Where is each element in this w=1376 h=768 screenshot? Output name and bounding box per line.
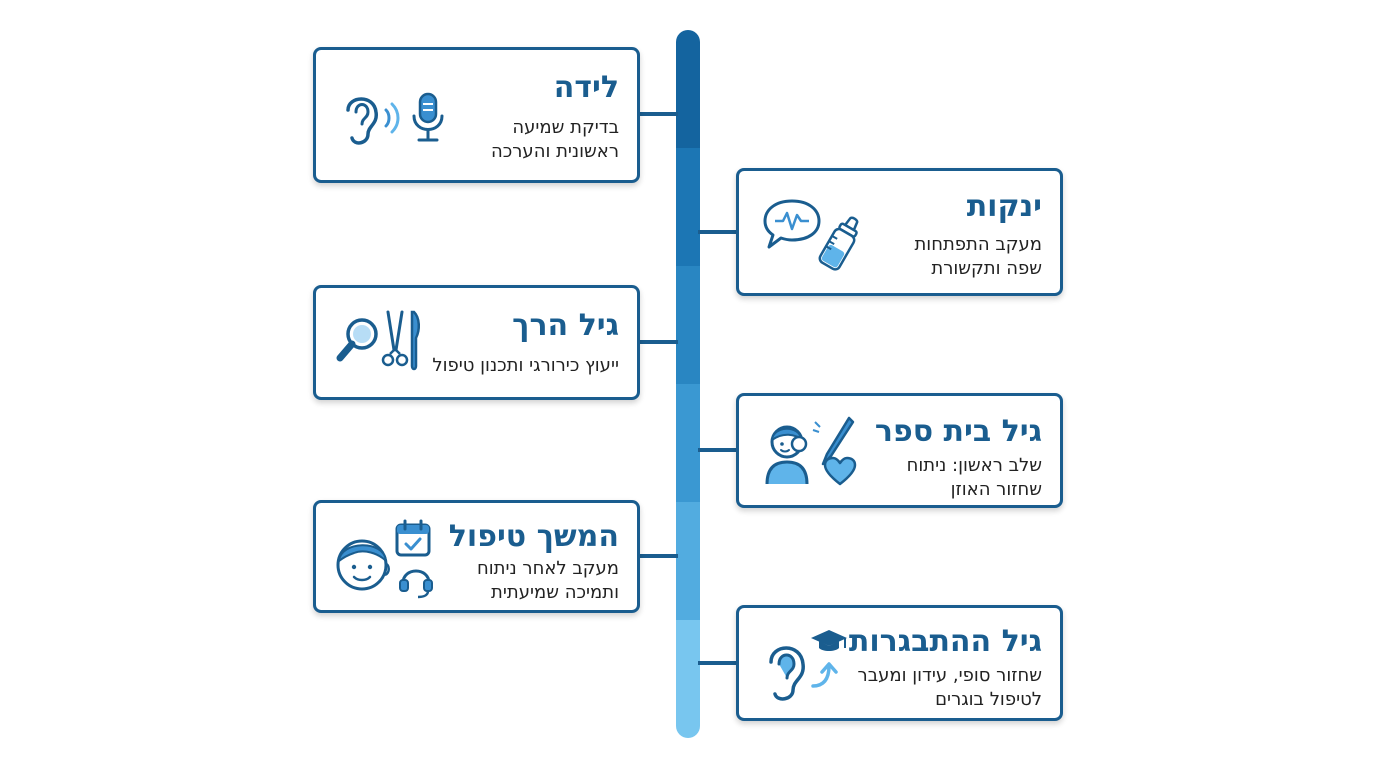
- stage-card-infancy: ינקות מעקב התפתחות שפה ותקשורת: [736, 168, 1063, 296]
- surgical-tools-icon: [381, 310, 420, 371]
- microphone-icon: [412, 92, 444, 142]
- spine-segment: [676, 384, 700, 502]
- stage-card-school-age: גיל בית ספר שלב ראשון: ניתוח שחזור האוזן: [736, 393, 1063, 508]
- connector-birth: [638, 112, 678, 116]
- stage-card-continued-care: המשך טיפול מעקב לאחר ניתוח ותמיכה שמיעתי…: [313, 500, 640, 613]
- stage-description: שחזור סופי, עידון ומעבר לטיפול בוגרים: [857, 665, 1042, 710]
- ear-icon: [346, 97, 378, 145]
- stage-card-early-childhood: גיל הרך ייעוץ כירורגי ותכנון טיפול: [313, 285, 640, 400]
- stage-title: גיל בית ספר: [874, 414, 1042, 449]
- spine-segment: [676, 148, 700, 266]
- stage-title: ינקות: [966, 189, 1042, 224]
- calendar-icon: [395, 519, 431, 557]
- connector-adolescence: [698, 661, 738, 665]
- graduation-cap-icon: [811, 630, 847, 651]
- spine-segment: [676, 502, 700, 620]
- stage-description: מעקב התפתחות שפה ותקשורת: [914, 234, 1042, 279]
- spine-segment: [676, 620, 700, 738]
- speech-bubble-icon: [763, 199, 821, 249]
- sound-waves-icon: [384, 102, 400, 134]
- connector-infancy: [698, 230, 738, 234]
- arrow-up-icon: [811, 662, 838, 688]
- ear-icon: [769, 646, 805, 701]
- stage-card-adolescence: גיל ההתבגרות שחזור סופי, עידון ומעבר לטי…: [736, 605, 1063, 721]
- baby-bottle-icon: [818, 216, 859, 271]
- stage-card-birth: לידה בדיקת שמיעה ראשונית והערכה: [313, 47, 640, 183]
- headset-icon: [399, 569, 433, 599]
- magnifier-icon: [336, 318, 378, 362]
- child-icon: [765, 425, 809, 485]
- connector-early-childhood: [638, 340, 678, 344]
- stage-title: המשך טיפול: [448, 519, 619, 554]
- stage-description: ייעוץ כירורגי ותכנון טיפול: [432, 355, 619, 376]
- spine-segment: [676, 266, 700, 384]
- connector-school-age: [698, 448, 738, 452]
- timeline-spine: [676, 30, 700, 738]
- spine-segment: [676, 30, 700, 148]
- stage-description: בדיקת שמיעה ראשונית והערכה: [490, 117, 619, 162]
- stage-title: גיל הרך: [512, 308, 619, 343]
- stage-description: שלב ראשון: ניתוח שחזור האוזן: [906, 455, 1042, 500]
- stage-title: גיל ההתבגרות: [848, 624, 1042, 659]
- child-face-icon: [336, 539, 390, 591]
- stage-title: לידה: [553, 70, 619, 105]
- connector-continued-care: [638, 554, 678, 558]
- stage-description: מעקב לאחר ניתוח ותמיכה שמיעתית: [476, 558, 619, 603]
- heart-icon: [823, 456, 857, 486]
